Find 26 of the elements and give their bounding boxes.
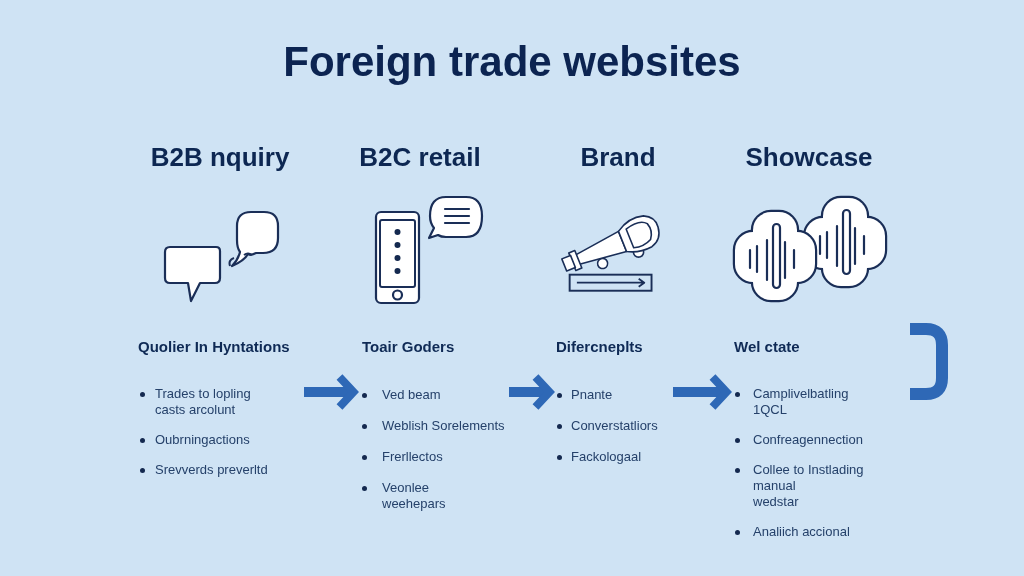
bullet-item: Confreagennection xyxy=(733,432,863,448)
column-heading: B2B nquiry xyxy=(150,141,290,173)
bullet-item: Frerllectos xyxy=(360,449,443,465)
bullet-item: Trades to lopling casts arcolunt xyxy=(138,386,251,418)
column-subheading: Difercneplts xyxy=(556,337,643,357)
bullet-item: Veonlee weehepars xyxy=(360,480,446,512)
bullet-item: Converstatliors xyxy=(555,418,658,434)
arrow xyxy=(304,373,358,411)
bullet-item: Analiich accional xyxy=(733,524,850,540)
title: Foreign trade websites xyxy=(283,37,741,87)
column-heading: Brand xyxy=(580,141,656,173)
column-heading: Showcase xyxy=(745,141,873,173)
arrow xyxy=(509,373,554,411)
bullet-item: Srevverds preverltd xyxy=(138,462,268,478)
bullet-item: Weblish Sorelements xyxy=(360,418,505,434)
bullet-item: Collee to Instlading manual wedstar xyxy=(733,462,864,510)
bullet-item: Fackologaal xyxy=(555,449,642,465)
column-heading: B2C retail xyxy=(359,141,481,173)
bullet-item: Oubrningactions xyxy=(138,432,250,448)
bullet-item: Camplivelbatling 1QCL xyxy=(733,386,849,418)
column-subheading: Toair Goders xyxy=(362,337,455,357)
column-subheading: Quolier In Hyntations xyxy=(138,337,290,357)
column-subheading: Wel ctate xyxy=(734,337,800,357)
arrow xyxy=(673,373,731,411)
bullet-item: Pnante xyxy=(555,387,613,403)
bullet-item: Ved beam xyxy=(360,387,441,403)
